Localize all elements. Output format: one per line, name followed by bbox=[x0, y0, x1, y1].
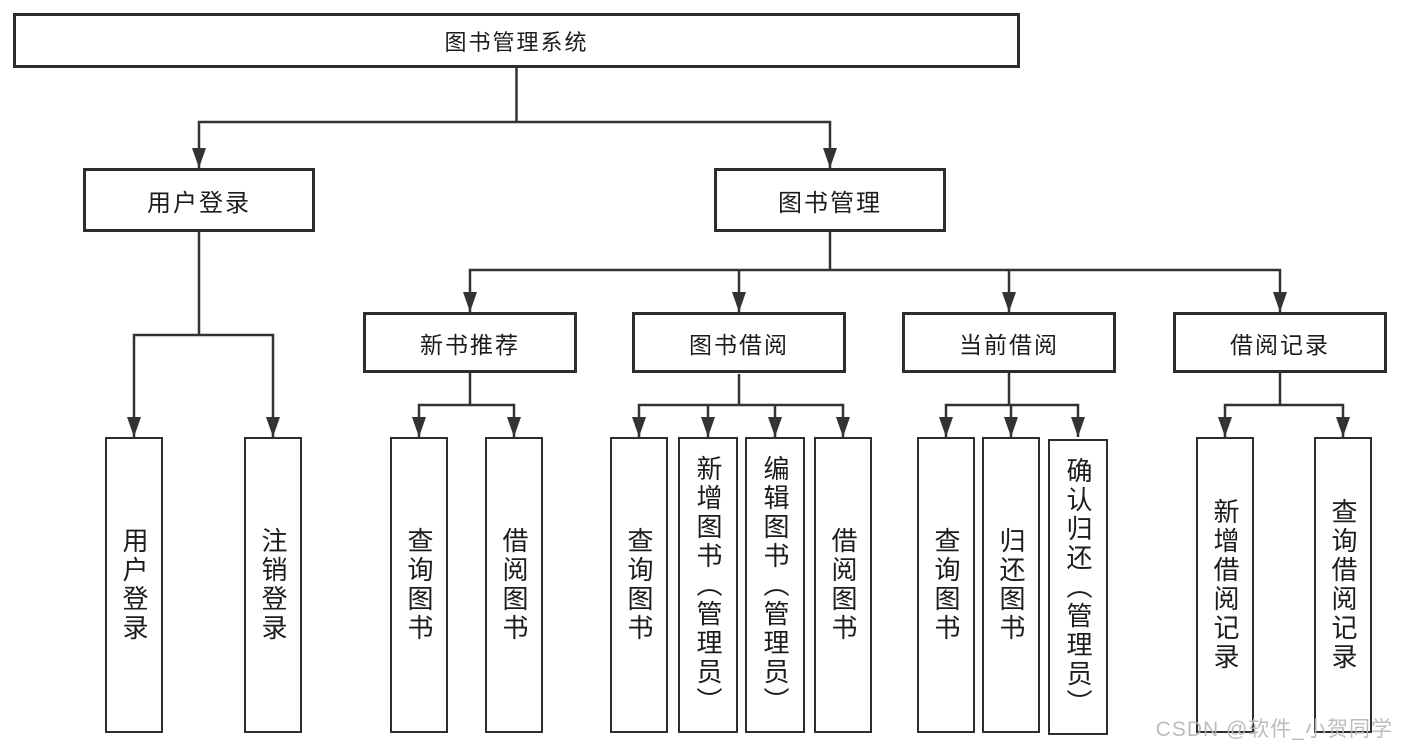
node-label: 新增图书（管理员） bbox=[693, 454, 723, 716]
node-label: 图书管理 bbox=[778, 189, 882, 217]
leaf-user-login: 用户登录 bbox=[105, 437, 163, 733]
node-user-login: 用户登录 bbox=[83, 168, 315, 232]
node-label: 新增借阅记录 bbox=[1210, 498, 1240, 672]
node-label: 当前借阅 bbox=[959, 331, 1059, 358]
node-label: 查询图书 bbox=[404, 527, 434, 643]
node-label: 用户登录 bbox=[147, 189, 251, 217]
node-label: 借阅图书 bbox=[499, 527, 529, 643]
leaf-confirm-return-admin: 确认归还（管理员） bbox=[1048, 439, 1108, 735]
node-current-borrowing: 当前借阅 bbox=[902, 312, 1116, 373]
leaf-query-books-recommend: 查询图书 bbox=[390, 437, 448, 733]
node-label: 确认归还（管理员） bbox=[1063, 456, 1093, 718]
node-library-management-system: 图书管理系统 bbox=[13, 13, 1020, 68]
node-label: 新书推荐 bbox=[420, 331, 520, 358]
node-label: 查询借阅记录 bbox=[1328, 498, 1358, 672]
csdn-watermark: CSDN @软件_小贺同学 bbox=[1155, 718, 1393, 741]
leaf-return-books: 归还图书 bbox=[982, 437, 1040, 733]
node-label: 编辑图书（管理员） bbox=[760, 454, 790, 716]
leaf-query-borrowing-record: 查询借阅记录 bbox=[1314, 437, 1372, 733]
node-label: 查询图书 bbox=[624, 527, 654, 643]
leaf-add-books-admin: 新增图书（管理员） bbox=[678, 437, 738, 733]
node-book-borrowing: 图书借阅 bbox=[632, 312, 846, 373]
node-label: 借阅图书 bbox=[828, 527, 858, 643]
node-borrowing-records: 借阅记录 bbox=[1173, 312, 1387, 373]
node-label: 归还图书 bbox=[996, 527, 1026, 643]
node-book-management: 图书管理 bbox=[714, 168, 946, 232]
node-new-book-recommendation: 新书推荐 bbox=[363, 312, 577, 373]
node-label: 图书管理系统 bbox=[444, 29, 589, 55]
leaf-logout: 注销登录 bbox=[244, 437, 302, 733]
leaf-query-books-current: 查询图书 bbox=[917, 437, 975, 733]
node-label: 用户登录 bbox=[119, 527, 149, 643]
leaf-edit-books-admin: 编辑图书（管理员） bbox=[745, 437, 805, 733]
leaf-borrow-books-recommend: 借阅图书 bbox=[485, 437, 543, 733]
node-label: 图书借阅 bbox=[689, 331, 789, 358]
node-label: 查询图书 bbox=[931, 527, 961, 643]
node-label: 注销登录 bbox=[258, 527, 288, 643]
leaf-query-books-borrowing: 查询图书 bbox=[610, 437, 668, 733]
node-label: 借阅记录 bbox=[1230, 331, 1330, 358]
leaf-borrow-books: 借阅图书 bbox=[814, 437, 872, 733]
leaf-add-borrowing-record: 新增借阅记录 bbox=[1196, 437, 1254, 733]
